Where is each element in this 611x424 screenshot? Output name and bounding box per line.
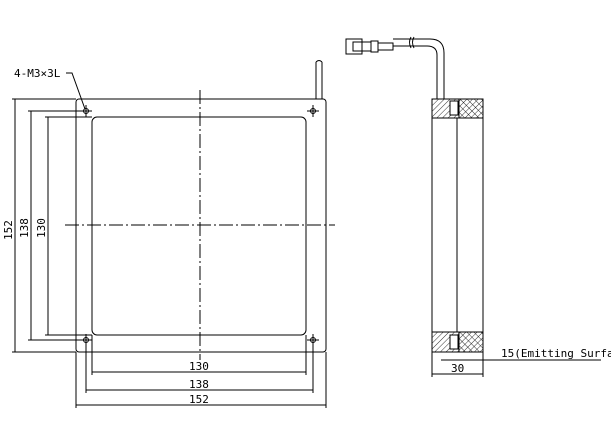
cable-break [409, 36, 415, 49]
side-bottom-section-right [458, 331, 484, 353]
connector [345, 38, 363, 55]
callout-leader [66, 72, 86, 110]
dim-30-side: 30 [451, 362, 464, 375]
connector-collar [370, 40, 379, 53]
side-top-section-right [458, 98, 484, 119]
dim-130-horizontal: 130 [189, 360, 209, 373]
dim-152-horizontal: 152 [189, 393, 209, 406]
connector-boot [377, 42, 394, 51]
side-clip-bottom [449, 334, 459, 350]
dim-138-horizontal: 138 [189, 378, 209, 391]
side-clip-top [449, 100, 459, 116]
emitting-surface-label: 15(Emitting Surface) [501, 347, 611, 360]
dim-152-vertical: 152 [2, 220, 15, 240]
dim-lines-horizontal [75, 335, 327, 408]
dim-lines-vertical [12, 98, 92, 353]
front-emitting-window [91, 116, 307, 336]
cable [393, 38, 445, 99]
cable-stub [315, 60, 323, 99]
dim-138-vertical: 138 [18, 218, 31, 238]
dim-130-vertical: 130 [35, 218, 48, 238]
callout-text: 4-M3×3L [14, 67, 61, 80]
side-dim-lines [431, 352, 601, 377]
